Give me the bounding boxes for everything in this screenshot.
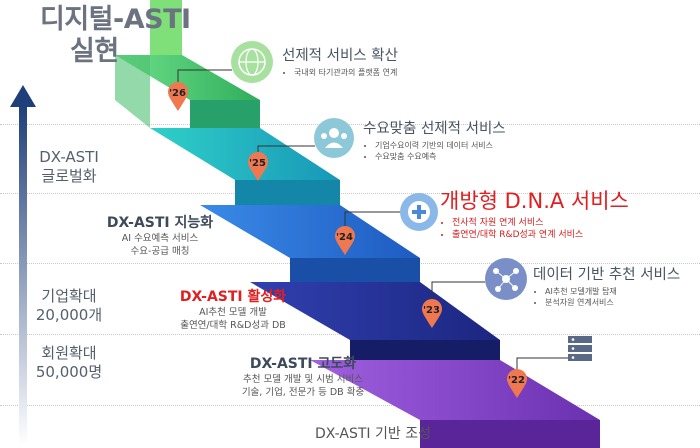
stage-intelligence-line: 수요-공급 매칭 xyxy=(130,246,190,257)
service-2025-item: 수요맞춤 수요예측 xyxy=(375,151,506,162)
base-label: DX-ASTI 기반 조성 xyxy=(315,426,431,442)
sidebar-global: DX-ASTI 글로벌화 xyxy=(30,148,108,186)
service-2024-list: 전사적 자원 연계 서비스 출연연/대학 R&D성과 연계 서비스 xyxy=(440,217,629,241)
step-2026 xyxy=(115,55,260,100)
year-2022: '22 xyxy=(508,375,525,386)
step-2025-riser xyxy=(235,180,340,205)
service-2023-item: AI추천 모델개발 탑재 xyxy=(545,286,680,297)
title-line2: 실현 xyxy=(70,36,119,67)
service-2023: 데이터 기반 추천 서비스 AI추천 모델개발 탑재 분석자원 연계서비스 xyxy=(533,263,680,308)
service-2026-item: 국내외 타기관과의 플랫폼 연계 xyxy=(294,67,398,78)
stage-activation-heading: DX-ASTI 활성화 xyxy=(179,289,287,305)
service-2026-list: 국내외 타기관과의 플랫폼 연계 xyxy=(282,67,398,78)
page-title: 디지털-ASTI 실현 xyxy=(40,4,191,68)
year-2026: '26 xyxy=(169,88,186,99)
service-2026-title: 선제적 서비스 확산 xyxy=(282,48,398,64)
server-icon xyxy=(568,336,592,361)
service-2025: 수요맞춤 선제적 서비스 기업수요이력 기반의 데이터 서비스 수요맞춤 수요예… xyxy=(363,117,506,162)
service-2025-item: 기업수요이력 기반의 데이터 서비스 xyxy=(375,140,506,151)
stage-advancement: DX-ASTI 고도화 추천 모델 개발 및 시범 서비스 기술, 기업, 전문… xyxy=(228,353,378,399)
network-icon xyxy=(485,258,527,300)
step-2023 xyxy=(250,282,500,340)
step-top-riser xyxy=(150,0,182,55)
step-2026-riser xyxy=(190,100,260,128)
plus-circle-icon xyxy=(400,193,438,231)
step-2024 xyxy=(200,205,420,258)
service-2024: 개방형 D.N.A 서비스 전사적 자원 연계 서비스 출연연/대학 R&D성과… xyxy=(440,185,629,241)
stage-intelligence-heading: DX-ASTI 지능화 xyxy=(106,215,214,231)
sidebar-company-line2: 20,000개 xyxy=(35,306,103,324)
sidebar-global-line1: DX-ASTI xyxy=(39,148,99,166)
stage-intelligence-line: AI 수요예측 서비스 xyxy=(121,233,199,244)
service-2023-list: AI추천 모델개발 탑재 분석자원 연계서비스 xyxy=(533,286,680,308)
stage-intelligence: DX-ASTI 지능화 AI 수요예측 서비스 수요-공급 매칭 xyxy=(95,212,225,258)
year-2025: '25 xyxy=(249,158,266,169)
step-2022-riser xyxy=(420,420,600,448)
sidebar-member-line1: 회원확대 xyxy=(41,344,97,362)
year-2024: '24 xyxy=(336,232,353,243)
stage-advancement-line: 기술, 기업, 전문가 등 DB 확충 xyxy=(241,387,365,398)
stage-activation: DX-ASTI 활성화 AI추천 모델 개발 출연연/대학 R&D성과 DB xyxy=(168,286,298,332)
year-2023: '23 xyxy=(423,305,440,316)
stage-advancement-line: 추천 모델 개발 및 시범 서비스 xyxy=(243,374,363,385)
pin-2022-icon xyxy=(507,369,527,398)
sidebar-global-line2: 글로벌화 xyxy=(41,167,97,185)
pin-2026-icon xyxy=(168,82,188,111)
pin-2024-icon xyxy=(335,226,355,255)
pin-2025-icon xyxy=(248,152,268,181)
service-2024-item: 출연연/대학 R&D성과 연계 서비스 xyxy=(452,229,629,241)
guide-line xyxy=(0,405,700,406)
sidebar-company-line1: 기업확대 xyxy=(41,287,97,305)
stage-activation-line: 출연연/대학 R&D성과 DB xyxy=(180,320,286,331)
guide-line xyxy=(0,124,700,125)
stage-advancement-heading: DX-ASTI 고도화 xyxy=(249,356,357,372)
pin-2023-icon xyxy=(422,299,442,328)
sidebar-member-line2: 50,000명 xyxy=(35,363,103,381)
service-2023-item: 분석자원 연계서비스 xyxy=(545,297,680,308)
sidebar-member: 회원확대 50,000명 xyxy=(30,344,108,382)
service-2026: 선제적 서비스 확산 국내외 타기관과의 플랫폼 연계 xyxy=(282,44,398,78)
sidebar-company: 기업확대 20,000개 xyxy=(30,287,108,325)
service-2024-item: 전사적 자원 연계 서비스 xyxy=(452,217,629,229)
guide-line xyxy=(0,193,700,194)
stage-activation-line: AI추천 모델 개발 xyxy=(199,307,267,318)
step-2022 xyxy=(310,360,600,420)
step-2025 xyxy=(150,128,340,180)
service-2024-title: 개방형 D.N.A 서비스 xyxy=(440,189,629,213)
step-2023-riser xyxy=(350,340,500,360)
service-2025-title: 수요맞춤 선제적 서비스 xyxy=(363,121,506,137)
title-line1: 디지털-ASTI xyxy=(40,4,191,35)
service-2025-list: 기업수요이력 기반의 데이터 서비스 수요맞춤 수요예측 xyxy=(363,140,506,162)
people-icon xyxy=(314,118,354,158)
globe-icon xyxy=(231,41,273,83)
up-arrow-icon xyxy=(10,85,36,445)
service-2023-title: 데이터 기반 추천 서비스 xyxy=(533,267,681,283)
step-2024-riser xyxy=(290,258,420,282)
